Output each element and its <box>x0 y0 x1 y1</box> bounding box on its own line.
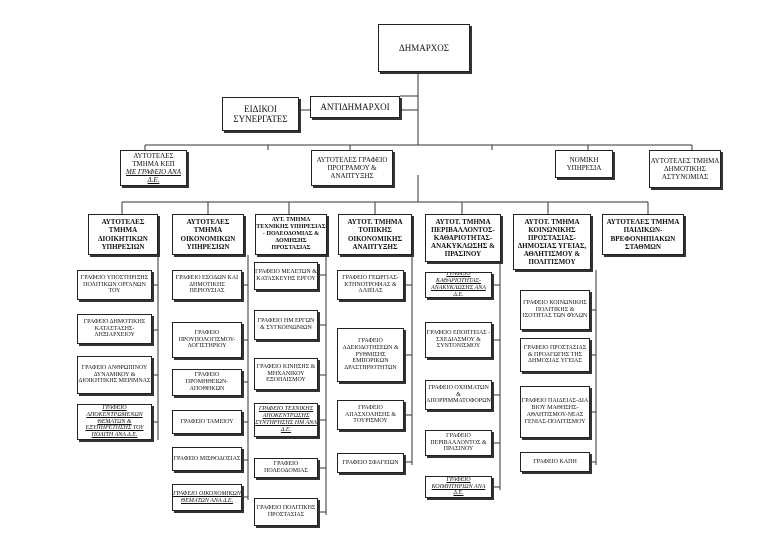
office-box: ΓΡΑΦΕΙΟ ΑΠΑΣΧΟΛΗΣΗΣ & ΤΟΥΡΙΣΜΟΥ <box>337 400 404 430</box>
office-label: ΓΡΑΦΕΙΟ ΚΑΘΑΡΙΟΤΗΤΑΣ-ΑΝΑΚΥΚΛΩΣΗΣ ΑΝΑ Δ.Ε… <box>431 272 486 298</box>
office-label: ΓΡΑΦΕΙΟ ΚΙΝΗΣΗΣ & ΜΗΧΑΝΙΚΟΥ ΕΞΟΠΛΙΣΜΟΥ <box>256 363 316 384</box>
mayor-box: ΔΗΜΑΡΧΟΣ <box>378 24 470 72</box>
office-label: ΓΡΑΦΕΙΟ ΗΜ ΕΡΓΩΝ & ΣΥΓΚΟΙΝΩΝΙΩΝ <box>257 318 315 331</box>
office-label: ΓΡΑΦΕΙΟ ΑΔΕΙΟΔΟΤΗΣΕΩΝ & ΡΥΘΜΙΣΗΣ ΕΜΠΟΡΙΚ… <box>342 337 399 372</box>
office-label: ΓΡΑΦΕΙΟ ΠΟΛΙΤΙΚΗΣ ΠΡΟΣΤΑΣΙΑΣ <box>256 505 316 518</box>
office-box: ΓΡΑΦΕΙΟ ΤΕΧΝΙΚΗΣ ΑΠΟΚΕΝΤΡΩΣΗΣ ΣΥΝΤΗΡΗΣΗΣ… <box>254 403 318 437</box>
office-box: ΓΡΑΦΕΙΟ ΟΙΚΟΝΟΜΙΚΩΝ ΘΕΜΑΤΩΝ ΑΝΑ Δ.Ε. <box>172 484 242 511</box>
dept-nurseries: ΑΥΤΟΤΕΛΕΣ ΤΜΗΜΑ ΠΑΙΔΙΚΩΝ-ΒΡΕΦΟΝΗΠΙΑΚΩΝ Σ… <box>602 214 684 255</box>
office-box: ΓΡΑΦΕΙΟ ΑΝΘΡΩΠΙΝΟΥ ΔΥΝΑΜΙΚΟΥ & ΔΙΟΙΚΗΤΙΚ… <box>77 356 152 394</box>
office-box: ΓΡΑΦΕΙΟ ΕΠΟΠΤΕΙΑΣ - ΣΧΕΔΙΑΣΜΟΥ & ΣΥΝΤΟΝΙ… <box>425 322 492 358</box>
office-box: ΓΡΑΦΕΙΟ ΠΟΛΙΤΙΚΗΣ ΠΡΟΣΤΑΣΙΑΣ <box>254 498 318 526</box>
office-label: ΓΡΑΦΕΙΟ ΟΙΚΟΝΟΜΙΚΩΝ ΘΕΜΑΤΩΝ ΑΝΑ Δ.Ε. <box>173 490 241 504</box>
dept-local-economy: ΑΥΤΟΤ. ΤΜΗΜΑ ΤΟΠΙΚΗΣ ΟΙΚΟΝΟΜΙΚΗΣ ΑΝΑΠΤΥΞ… <box>338 214 412 255</box>
office-box: ΓΡΑΦΕΙΟ ΔΗΜΟΤΙΚΗΣ ΚΑΤΑΣΤΑΣΗΣ-ΛΗΞΙΑΡΧΕΙΟΥ <box>77 314 152 344</box>
office-label: ΓΡΑΦΕΙΟ ΠΡΟΥΠΟΛΟΓΙΣΜΟΥ-ΛΟΓΙΣΤΗΡΙΟΥ <box>178 329 236 350</box>
office-box: ΓΡΑΦΕΙΟ ΤΑΜΕΙΟΥ <box>172 410 242 434</box>
office-label: ΓΡΑΦΕΙΟ ΠΟΛΕΟΔΟΜΙΑΣ <box>264 461 308 474</box>
deputy-mayors-box: ΑΝΤΙΔΗΜΑΡΧΟΙ <box>310 96 400 118</box>
office-box: ΓΡΑΦΕΙΟ ΥΠΟΣΤΗΡΙΞΗΣ ΠΟΛΙΤΙΚΩΝ ΟΡΓΑΝΩΝ ΤΟ… <box>77 270 152 300</box>
deputy-mayors-label: ΑΝΤΙΔΗΜΑΡΧΟΙ <box>320 101 390 112</box>
office-label: ΓΡΑΦΕΙΟ ΠΕΡΙΒΑΛΛΟΝΤΟΣ & ΠΡΑΣΙΝΟΥ <box>430 432 487 453</box>
office-box: ΓΡΑΦΕΙΟ ΠΡΟΜΗΘΕΙΩΝ-ΑΠΟΘΗΚΩΝ <box>172 369 242 396</box>
programming-office-box: ΑΥΤΟΤΕΛΕΣ ΓΡΑΦΕΙΟ ΠΡΟΓΡΑΜΟΥ & ΑΝΑΠΤΥΞΗΣ <box>311 150 393 186</box>
dept-title: ΑΥΤΟΤΕΛΕΣ ΤΜΗΜΑ ΠΑΙΔΙΚΩΝ-ΒΡΕΦΟΝΗΠΙΑΚΩΝ Σ… <box>606 218 680 251</box>
office-label: ΓΡΑΦΕΙΟ ΜΕΛΕΤΩΝ & ΚΑΤΑΣΚΕΥΗΣ ΕΡΓΟΥ <box>255 269 317 282</box>
kep-unit-box: ΑΥΤΟΤΕΛΕΣ ΤΜΗΜΑ ΚΕΠ ΜΕ ΓΡΑΦΕΙΟ ΑΝΑ Δ.Ε. <box>120 150 187 186</box>
programming-office-label: ΑΥΤΟΤΕΛΕΣ ΓΡΑΦΕΙΟ ΠΡΟΓΡΑΜΟΥ & ΑΝΑΠΤΥΞΗΣ <box>316 155 388 181</box>
office-box: ΓΡΑΦΕΙΟ ΜΙΣΘΟΔΟΣΙΑΣ <box>172 447 242 471</box>
office-label: ΓΡΑΦΕΙΟ ΚΑΠΗ <box>533 458 577 465</box>
dept-title: ΑΥΤΟΤΕΛΕΣ ΤΜΗΜΑ ΟΙΚΟΝΟΜΙΚΩΝ ΥΠΗΡΕΣΙΩΝ <box>180 218 236 251</box>
office-label: ΓΡΑΦΕΙΟ ΠΡΟΣΤΑΣΙΑΣ & ΠΡΟΑΓΩΓΗΣ ΤΗΣ ΔΗΜΟΣ… <box>523 344 587 365</box>
office-label: ΓΡΑΦΕΙΟ ΣΦΑΓΕΙΩΝ <box>342 459 399 466</box>
office-label: ΓΡΑΦΕΙΟ ΥΠΟΣΤΗΡΙΞΗΣ ΠΟΛΙΤΙΚΩΝ ΟΡΓΑΝΩΝ ΤΟ… <box>80 274 149 295</box>
office-label: ΓΡΑΦΕΙΟ ΑΠΑΣΧΟΛΗΣΗΣ & ΤΟΥΡΙΣΜΟΥ <box>344 404 397 425</box>
office-box: ΓΡΑΦΕΙΟ ΠΡΟΣΤΑΣΙΑΣ & ΠΡΟΑΓΩΓΗΣ ΤΗΣ ΔΗΜΟΣ… <box>520 338 590 372</box>
office-label: ΓΡΑΦΕΙΟ ΜΙΣΘΟΔΟΣΙΑΣ <box>173 455 241 462</box>
dept-title: ΑΥΤΟΤ. ΤΜΗΜΑ ΠΕΡΙΒΑΛΛΟΝΤΟΣ-ΚΑΘΑΡΙΟΤΗΤΑΣ-… <box>431 217 495 259</box>
mayor-label: ΔΗΜΑΡΧΟΣ <box>398 42 450 53</box>
office-label: ΓΡΑΦΕΙΟ ΕΠΟΠΤΕΙΑΣ - ΣΧΕΔΙΑΣΜΟΥ & ΣΥΝΤΟΝΙ… <box>426 329 491 350</box>
office-box: ΓΡΑΦΕΙΟ ΣΦΑΓΕΙΩΝ <box>337 453 404 473</box>
office-label: ΓΡΑΦΕΙΟ ΓΕΩΡΓΙΑΣ-ΚΤΗΝΟΤΡΟΦΙΑΣ & ΑΛΙΕΙΑΣ <box>342 274 399 295</box>
office-box: ΓΡΑΦΕΙΟ ΜΕΛΕΤΩΝ & ΚΑΤΑΣΚΕΥΗΣ ΕΡΓΟΥ <box>254 262 318 290</box>
office-box: ΓΡΑΦΕΙΟ ΑΠΟΚΕΝΤΡΩΜΕΝΩΝ ΘΕΜΑΤΩΝ & ΕΞΥΠΗΡΕ… <box>77 404 152 440</box>
municipal-police-box: ΑΥΤΟΤΕΛΕΣ ΤΜΗΜΑ ΔΗΜΟΤΙΚΗΣ ΑΣΤΥΝΟΜΙΑΣ <box>649 150 721 188</box>
office-label: ΓΡΑΦΕΙΟ ΔΗΜΟΤΙΚΗΣ ΚΑΤΑΣΤΑΣΗΣ-ΛΗΞΙΑΡΧΕΙΟΥ <box>83 318 146 339</box>
office-box: ΓΡΑΦΕΙΟ ΠΕΡΙΒΑΛΛΟΝΤΟΣ & ΠΡΑΣΙΝΟΥ <box>425 430 492 456</box>
dept-technical: ΑΥΤ. ΤΜΗΜΑ ΤΕΧΝΙΚΗΣ ΥΠΗΡΕΣΙΑΣ - ΠΟΛΕΟΔΟΜ… <box>255 214 327 255</box>
special-advisors-box: ΕΙΔΙΚΟΙ ΣΥΝΕΡΓΑΤΕΣ <box>222 97 299 131</box>
municipal-police-label: ΑΥΤΟΤΕΛΕΣ ΤΜΗΜΑ ΔΗΜΟΤΙΚΗΣ ΑΣΤΥΝΟΜΙΑΣ <box>650 156 720 182</box>
office-box: ΓΡΑΦΕΙΟ ΑΔΕΙΟΔΟΤΗΣΕΩΝ & ΡΥΘΜΙΣΗΣ ΕΜΠΟΡΙΚ… <box>337 328 404 382</box>
office-box: ΓΡΑΦΕΙΟ ΕΣΟΔΩΝ ΚΑΙ ΔΗΜΟΤΙΚΗΣ ΠΕΡΙΟΥΣΙΑΣ <box>172 270 242 300</box>
office-box: ΓΡΑΦΕΙΟ ΠΑΙΔΕΙΑΣ-ΔΙΑ ΒΙΟΥ ΜΑΘΗΣΗΣ-ΑΘΛΗΤΙ… <box>520 386 590 438</box>
office-box: ΓΡΑΦΕΙΟ ΚΟΙΜΗΤΗΡΙΩΝ ΑΝΑ Δ.Ε. <box>425 476 492 498</box>
special-advisors-label: ΕΙΔΙΚΟΙ ΣΥΝΕΡΓΑΤΕΣ <box>233 103 288 124</box>
kep-unit-label: ΑΥΤΟΤΕΛΕΣ ΤΜΗΜΑ ΚΕΠ <box>132 151 175 168</box>
office-box: ΓΡΑΦΕΙΟ ΚΟΙΝΩΝΙΚΗΣ ΠΟΛΙΤΙΚΗΣ & ΙΣΟΤΗΤΑΣ … <box>520 290 590 330</box>
office-box: ΓΡΑΦΕΙΟ ΗΜ ΕΡΓΩΝ & ΣΥΓΚΟΙΝΩΝΙΩΝ <box>254 310 318 340</box>
legal-service-box: ΝΟΜΙΚΗ ΥΠΗΡΕΣΙΑ <box>555 150 613 178</box>
office-box: ΓΡΑΦΕΙΟ ΚΑΠΗ <box>520 452 590 472</box>
dept-title: ΑΥΤΟΤ. ΤΜΗΜΑ ΚΟΙΝΩΝΙΚΗΣ ΠΡΟΣΤΑΣΙΑΣ-ΔΗΜΟΣ… <box>517 217 587 267</box>
office-label: ΓΡΑΦΕΙΟ ΕΣΟΔΩΝ ΚΑΙ ΔΗΜΟΤΙΚΗΣ ΠΕΡΙΟΥΣΙΑΣ <box>175 274 239 295</box>
dept-title: ΑΥΤ. ΤΜΗΜΑ ΤΕΧΝΙΚΗΣ ΥΠΗΡΕΣΙΑΣ - ΠΟΛΕΟΔΟΜ… <box>256 217 326 251</box>
office-label: ΓΡΑΦΕΙΟ ΠΡΟΜΗΘΕΙΩΝ-ΑΠΟΘΗΚΩΝ <box>185 372 229 392</box>
office-label: ΓΡΑΦΕΙΟ ΚΟΙΜΗΤΗΡΙΩΝ ΑΝΑ Δ.Ε. <box>431 476 486 497</box>
office-box: ΓΡΑΦΕΙΟ ΟΧΗΜΑΤΩΝ & ΑΠΟΡΡΙΜΜΑΤΟΦΟΡΩΝ <box>425 380 492 410</box>
dept-title: ΑΥΤΟΤΕΛΕΣ ΤΜΗΜΑ ΔΙΟΙΚΗΤΙΚΩΝ ΥΠΗΡΕΣΙΩΝ <box>98 218 148 251</box>
legal-service-label: ΝΟΜΙΚΗ ΥΠΗΡΕΣΙΑ <box>566 155 602 172</box>
office-label: ΓΡΑΦΕΙΟ ΤΕΧΝΙΚΗΣ ΑΠΟΚΕΝΤΡΩΣΗΣ ΣΥΝΤΗΡΗΣΗΣ… <box>255 406 317 433</box>
dept-environment: ΑΥΤΟΤ. ΤΜΗΜΑ ΠΕΡΙΒΑΛΛΟΝΤΟΣ-ΚΑΘΑΡΙΟΤΗΤΑΣ-… <box>425 214 501 262</box>
kep-unit-sub: ΜΕ ΓΡΑΦΕΙΟ ΑΝΑ Δ.Ε. <box>125 168 182 185</box>
office-label: ΓΡΑΦΕΙΟ ΚΟΙΝΩΝΙΚΗΣ ΠΟΛΙΤΙΚΗΣ & ΙΣΟΤΗΤΑΣ … <box>522 299 588 320</box>
office-box: ΓΡΑΦΕΙΟ ΓΕΩΡΓΙΑΣ-ΚΤΗΝΟΤΡΟΦΙΑΣ & ΑΛΙΕΙΑΣ <box>337 270 404 300</box>
office-box: ΓΡΑΦΕΙΟ ΚΑΘΑΡΙΟΤΗΤΑΣ-ΑΝΑΚΥΚΛΩΣΗΣ ΑΝΑ Δ.Ε… <box>425 272 492 298</box>
office-box: ΓΡΑΦΕΙΟ ΠΡΟΥΠΟΛΟΓΙΣΜΟΥ-ΛΟΓΙΣΤΗΡΙΟΥ <box>172 322 242 358</box>
dept-financial: ΑΥΤΟΤΕΛΕΣ ΤΜΗΜΑ ΟΙΚΟΝΟΜΙΚΩΝ ΥΠΗΡΕΣΙΩΝ <box>172 214 244 255</box>
dept-social-protection: ΑΥΤΟΤ. ΤΜΗΜΑ ΚΟΙΝΩΝΙΚΗΣ ΠΡΟΣΤΑΣΙΑΣ-ΔΗΜΟΣ… <box>513 214 591 270</box>
dept-title: ΑΥΤΟΤ. ΤΜΗΜΑ ΤΟΠΙΚΗΣ ΟΙΚΟΝΟΜΙΚΗΣ ΑΝΑΠΤΥΞ… <box>347 218 403 251</box>
office-label: ΓΡΑΦΕΙΟ ΑΝΘΡΩΠΙΝΟΥ ΔΥΝΑΜΙΚΟΥ & ΔΙΟΙΚΗΤΙΚ… <box>78 364 151 385</box>
office-label: ΓΡΑΦΕΙΟ ΠΑΙΔΕΙΑΣ-ΔΙΑ ΒΙΟΥ ΜΑΘΗΣΗΣ-ΑΘΛΗΤΙ… <box>521 398 589 425</box>
office-box: ΓΡΑΦΕΙΟ ΠΟΛΕΟΔΟΜΙΑΣ <box>254 458 318 478</box>
office-label: ΓΡΑΦΕΙΟ ΟΧΗΜΑΤΩΝ & ΑΠΟΡΡΙΜΜΑΤΟΦΟΡΩΝ <box>426 384 491 405</box>
office-box: ΓΡΑΦΕΙΟ ΚΙΝΗΣΗΣ & ΜΗΧΑΝΙΚΟΥ ΕΞΟΠΛΙΣΜΟΥ <box>254 358 318 390</box>
office-label: ΓΡΑΦΕΙΟ ΤΑΜΕΙΟΥ <box>180 418 234 425</box>
dept-administrative: ΑΥΤΟΤΕΛΕΣ ΤΜΗΜΑ ΔΙΟΙΚΗΤΙΚΩΝ ΥΠΗΡΕΣΙΩΝ <box>88 214 158 255</box>
office-label: ΓΡΑΦΕΙΟ ΑΠΟΚΕΝΤΡΩΜΕΝΩΝ ΘΕΜΑΤΩΝ & ΕΞΥΠΗΡΕ… <box>85 404 144 439</box>
